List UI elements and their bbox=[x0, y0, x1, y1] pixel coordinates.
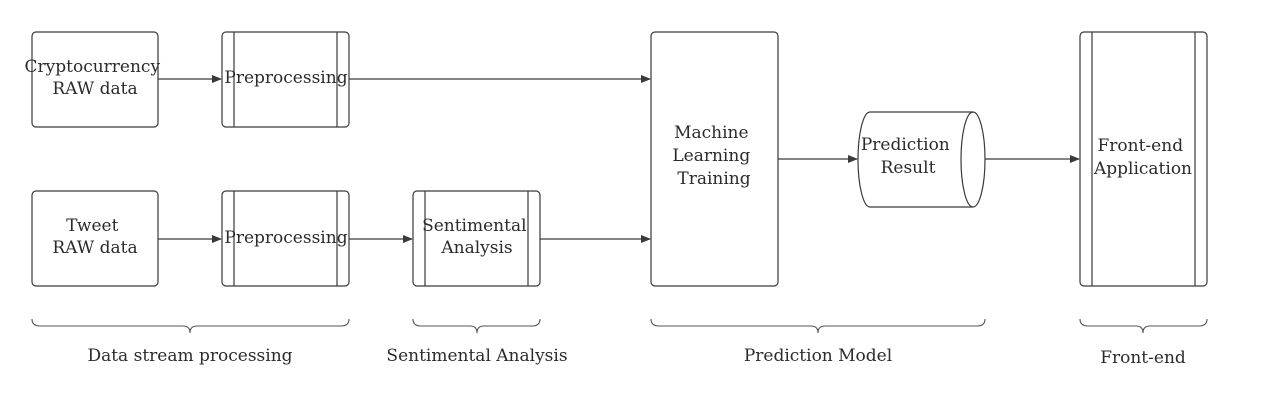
node-preprocessing-tweet: Preprocessing bbox=[221, 190, 350, 287]
frontend-line-2: Application bbox=[1093, 159, 1192, 179]
svg-text:Preprocessing: Preprocessing bbox=[224, 228, 347, 248]
node-prediction-result: Prediction Result bbox=[857, 111, 986, 208]
node-preprocessing-crypto: Preprocessing bbox=[221, 31, 350, 128]
svg-text:Sentimental Analysis: Sentimental Analysis bbox=[422, 216, 532, 258]
prediction-line-1: Prediction bbox=[861, 135, 950, 155]
brace-data-stream bbox=[31, 318, 350, 334]
sentiment-line-2: Analysis bbox=[440, 238, 512, 258]
brace-prediction bbox=[650, 318, 986, 334]
ml-line-3: Training bbox=[677, 169, 750, 189]
node-machine-learning-training: Machine Learning Training bbox=[650, 31, 779, 287]
svg-text:Machine Learning T: Machine Learning Training bbox=[672, 123, 755, 189]
preprocessing-crypto-label: Preprocessing bbox=[224, 68, 347, 88]
svg-text:Cryptocurrency RAW data: Cryptocurrency RAW data bbox=[25, 57, 166, 99]
group-label-prediction: Prediction Model bbox=[744, 346, 892, 366]
group-label-frontend: Front-end bbox=[1100, 348, 1186, 368]
node-frontend-application: Front-end Application bbox=[1079, 31, 1208, 287]
brace-frontend bbox=[1079, 318, 1208, 334]
svg-text:Preprocessing: Preprocessing bbox=[224, 68, 347, 88]
preprocessing-tweet-label: Preprocessing bbox=[224, 228, 347, 248]
crypto-raw-line-1: Cryptocurrency bbox=[25, 57, 161, 77]
group-label-data-stream: Data stream processing bbox=[87, 346, 292, 366]
group-label-sentimental: Sentimental Analysis bbox=[386, 346, 567, 366]
ml-line-2: Learning bbox=[672, 146, 750, 166]
tweet-raw-line-1: Tweet bbox=[66, 216, 118, 236]
sentiment-line-1: Sentimental bbox=[422, 216, 526, 236]
prediction-line-2: Result bbox=[881, 158, 936, 178]
svg-text:Prediction Result: Prediction Result bbox=[861, 135, 955, 178]
tweet-raw-line-2: RAW data bbox=[52, 238, 137, 258]
node-crypto-raw-data: Cryptocurrency RAW data bbox=[25, 31, 166, 128]
ml-line-1: Machine bbox=[674, 123, 748, 143]
node-sentimental-analysis: Sentimental Analysis bbox=[412, 190, 541, 287]
frontend-line-1: Front-end bbox=[1098, 136, 1184, 156]
svg-text:Tweet RAW data: Tweet RAW data bbox=[52, 216, 137, 258]
brace-sentimental bbox=[412, 318, 541, 334]
svg-text:Front-end Application: Front-end Application bbox=[1093, 136, 1192, 179]
crypto-raw-line-2: RAW data bbox=[52, 79, 137, 99]
node-tweet-raw-data: Tweet RAW data bbox=[31, 190, 159, 287]
